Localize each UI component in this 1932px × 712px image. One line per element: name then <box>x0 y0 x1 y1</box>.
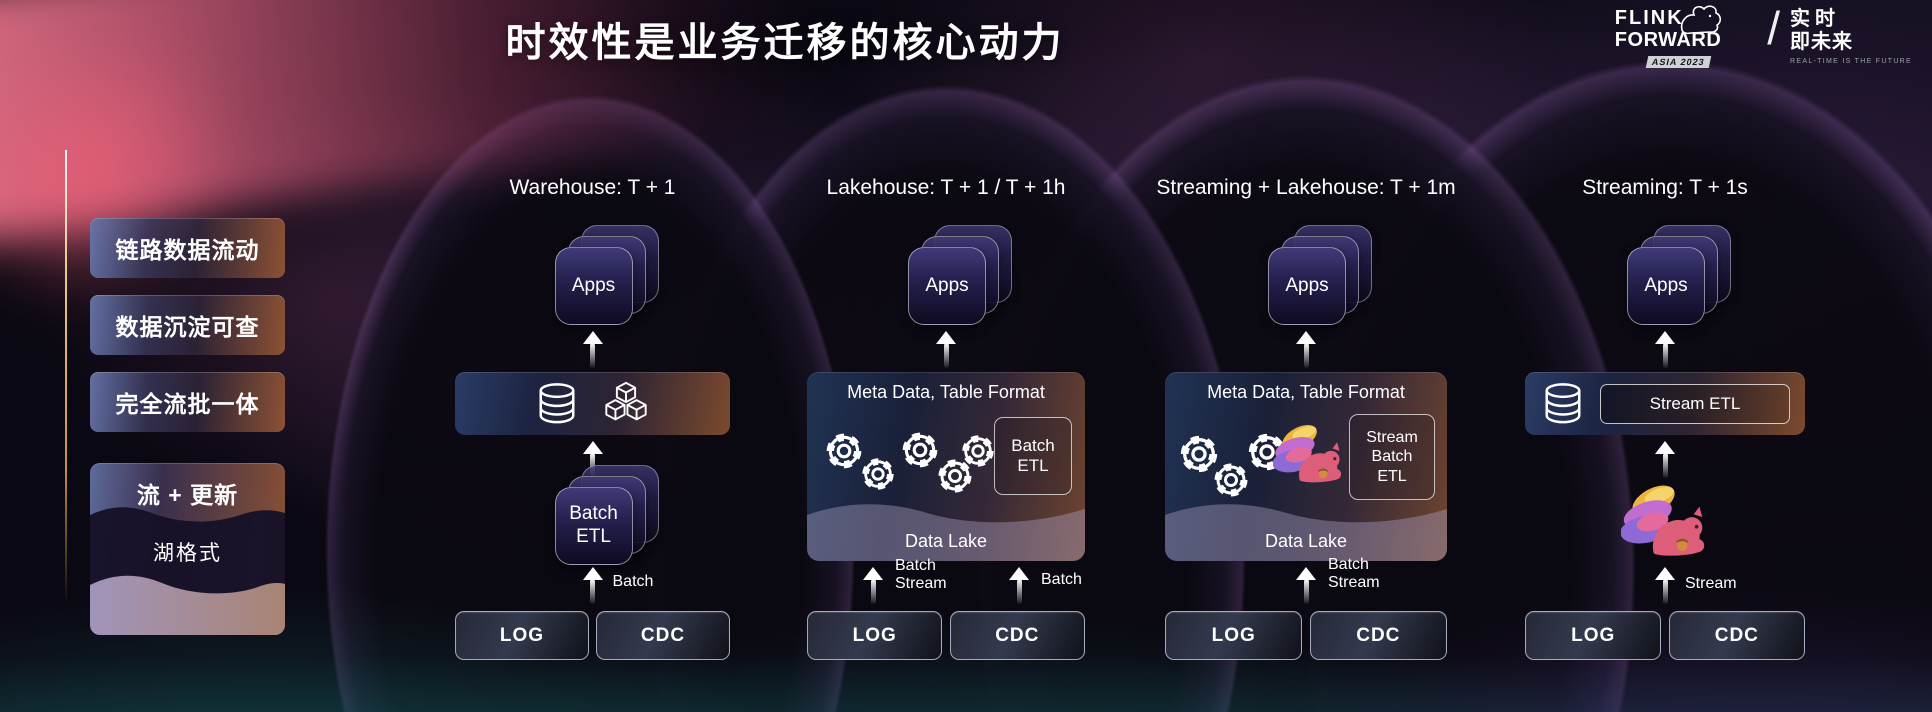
arrow-up-icon <box>1295 331 1317 368</box>
sidebar-item-data-flow: 链路数据流动 <box>90 218 285 278</box>
logo-cn-bottom: 即未来 <box>1790 31 1854 53</box>
column-title: Warehouse: T + 1 <box>509 176 676 199</box>
database-icon <box>534 382 580 426</box>
arrow-label-stream: Stream <box>1685 575 1737 592</box>
sidebar-item-stream-batch: 完全流批一体 <box>90 372 285 432</box>
arrow-up-icon <box>1295 567 1317 604</box>
cdc-box: CDC <box>949 611 1085 660</box>
squirrel-outline-icon <box>1679 2 1723 38</box>
arrow-up-icon <box>862 567 884 604</box>
column-title: Lakehouse: T + 1 / T + 1h <box>826 176 1066 199</box>
flink-forward-logo: FLINK FORWARD ASIA 2023 / 实时 即未来 REAL-TI… <box>1615 2 1912 70</box>
flink-squirrel-icon <box>1273 420 1345 488</box>
arrow-label-batch: Batch <box>612 573 654 590</box>
column-streaming-lakehouse: Streaming + Lakehouse: T + 1m Apps Meta … <box>1156 0 1456 712</box>
gear-icon <box>959 432 997 470</box>
apps-box: Apps <box>1268 247 1346 325</box>
wave-graphic <box>90 507 285 635</box>
cdc-box: CDC <box>1309 611 1447 660</box>
apps-stack: Apps <box>908 225 1012 325</box>
arrow-up-icon <box>1654 441 1676 478</box>
batch-etl-stack: Batch ETL <box>554 465 659 565</box>
data-lake-wave <box>1165 504 1447 561</box>
meta-box-title: Meta Data, Table Format <box>847 382 1045 402</box>
arrow-label-batch-stream: Batch Stream <box>895 557 947 592</box>
flink-forward-wordmark: FLINK FORWARD ASIA 2023 <box>1615 8 1761 70</box>
cubes-icon <box>600 380 652 428</box>
arrow-label-batch-stream: Batch Stream <box>1328 556 1380 591</box>
apps-stack: Apps <box>554 225 659 325</box>
column-lakehouse: Lakehouse: T + 1 / T + 1h Apps Meta Data… <box>807 0 1085 712</box>
column-streaming: Streaming: T + 1s Apps Stream ETL Stream… <box>1525 0 1805 712</box>
logo-badge: ASIA 2023 <box>1645 56 1711 68</box>
log-box: LOG <box>807 611 943 660</box>
meta-box-title: Meta Data, Table Format <box>1207 382 1405 402</box>
logo-divider: / <box>1767 2 1781 54</box>
lake-card-stream-update-label: 流 + 更新 <box>136 482 239 508</box>
meta-data-box: Meta Data, Table Format Stream Batch ETL… <box>1165 372 1447 561</box>
cdc-box: CDC <box>596 611 730 660</box>
column-warehouse: Warehouse: T + 1 Apps Batch ETL Batch LO… <box>455 0 730 712</box>
data-lake-wave <box>807 504 1085 561</box>
stream-batch-etl-outline-box: Stream Batch ETL <box>1349 414 1435 500</box>
warehouse-storage-bar <box>455 372 730 435</box>
arrow-up-icon <box>582 567 604 604</box>
apps-stack: Apps <box>1268 225 1372 325</box>
logo-cn-top: 实时 <box>1790 8 1841 30</box>
arrow-up-icon <box>1654 331 1676 368</box>
meta-data-box: Meta Data, Table Format Batch ETL Data L… <box>807 372 1085 561</box>
column-title: Streaming: T + 1s <box>1582 176 1748 199</box>
flink-squirrel-icon <box>1621 479 1709 563</box>
log-box: LOG <box>1165 611 1303 660</box>
cdc-box: CDC <box>1668 611 1805 660</box>
database-icon <box>1540 382 1586 426</box>
data-lake-label: Data Lake <box>904 531 988 551</box>
arrow-up-icon <box>935 331 957 368</box>
apps-box: Apps <box>1627 247 1705 325</box>
sources-row: LOG CDC <box>807 611 1085 660</box>
sidebar-lake-card: 流 + 更新 湖格式 <box>90 463 285 635</box>
arrow-up-icon <box>1654 567 1676 604</box>
lake-card-lake-format-label: 湖格式 <box>153 542 222 565</box>
sidebar-item-data-query: 数据沉淀可查 <box>90 295 285 355</box>
log-box: LOG <box>1525 611 1662 660</box>
batch-etl-box: Batch ETL <box>554 487 633 565</box>
sources-row: LOG CDC <box>1525 611 1805 660</box>
batch-etl-outline-box: Batch ETL <box>994 417 1072 495</box>
apps-box: Apps <box>554 247 633 325</box>
arrow-up-icon <box>1008 567 1030 604</box>
sidebar-accent-line <box>65 150 67 605</box>
logo-tagline: REAL-TIME IS THE FUTURE <box>1790 58 1912 65</box>
logo-brand-bottom: FORWARD <box>1614 29 1722 51</box>
sources-row: LOG CDC <box>455 611 730 660</box>
sources-row: LOG CDC <box>1165 611 1447 660</box>
arrow-up-icon <box>582 331 604 368</box>
arrow-label-batch: Batch <box>1041 571 1082 588</box>
apps-box: Apps <box>908 247 986 325</box>
gear-icon <box>859 455 897 493</box>
data-lake-label: Data Lake <box>1264 531 1348 551</box>
logo-cn-block: 实时 即未来 REAL-TIME IS THE FUTURE <box>1790 8 1912 65</box>
log-box: LOG <box>455 611 589 660</box>
stream-etl-outline-box: Stream ETL <box>1600 383 1790 424</box>
logo-brand-top: FLINK <box>1614 7 1684 29</box>
stream-storage-bar: Stream ETL <box>1525 372 1805 435</box>
apps-stack: Apps <box>1627 225 1731 325</box>
column-title: Streaming + Lakehouse: T + 1m <box>1156 176 1456 199</box>
page-title: 时效性是业务迁移的核心动力 <box>505 21 1065 65</box>
